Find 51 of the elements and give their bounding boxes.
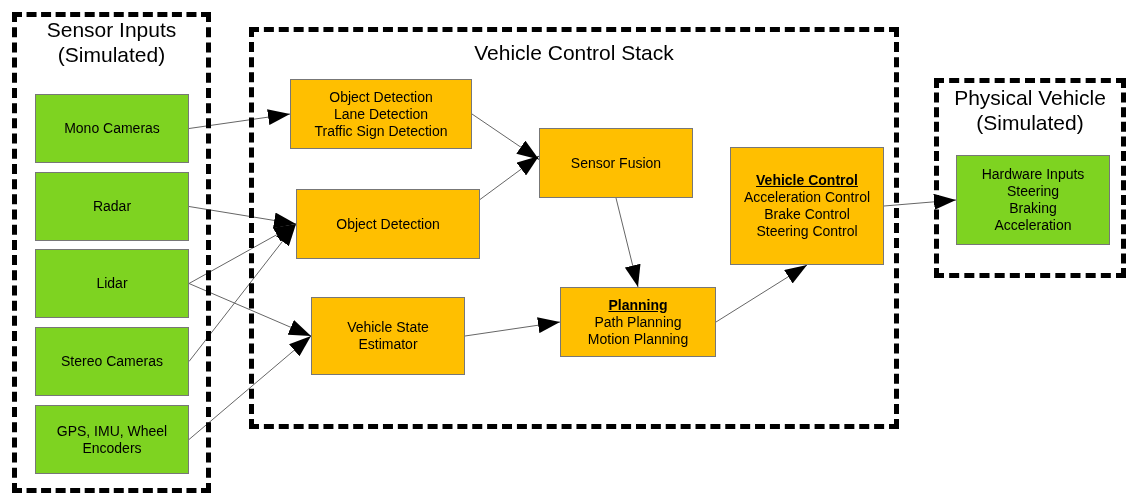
box-text: Acceleration Control: [743, 189, 871, 206]
dashed-group-frame: [249, 27, 899, 429]
arrow: [188, 223, 297, 284]
dashed-group-frame: [12, 12, 211, 493]
arrow: [188, 283, 312, 337]
box-text: Radar: [92, 198, 132, 215]
arrow: [479, 155, 540, 200]
box-text: Hardware Inputs: [981, 166, 1085, 183]
box-text: Object Detection: [329, 88, 433, 106]
process-box: [539, 128, 693, 198]
arrow: [471, 113, 540, 160]
box-text: Object Detection: [336, 215, 440, 233]
box-text: Path Planning: [594, 313, 682, 331]
box-text: Sensor Fusion: [570, 154, 662, 172]
box-text: Motion Planning: [587, 330, 689, 348]
arrow: [188, 335, 312, 440]
arrow: [615, 197, 641, 288]
input-box: [35, 172, 189, 241]
group-title: Physical Vehicle (Simulated): [953, 85, 1107, 135]
box-text: GPS, IMU, Wheel Encoders: [55, 422, 169, 457]
input-box: [35, 405, 189, 474]
box-text: Acceleration: [994, 217, 1072, 234]
input-box: [956, 155, 1110, 245]
process-box: [560, 287, 716, 357]
process-box: [290, 79, 472, 149]
arrow: [715, 264, 808, 323]
box-text: Braking: [1009, 200, 1057, 217]
box-text: Stereo Cameras: [61, 353, 163, 370]
process-box: [296, 189, 480, 259]
process-box: [311, 297, 465, 375]
input-box: [35, 249, 189, 318]
box-text: Traffic Sign Detection: [314, 122, 448, 140]
arrow: [188, 109, 291, 129]
box-heading: Planning: [608, 296, 668, 314]
group-title: Vehicle Control Stack: [473, 40, 675, 65]
group-title: Sensor Inputs (Simulated): [45, 17, 178, 67]
arrow: [464, 317, 561, 337]
box-text: Vehicle State Estimator: [346, 319, 430, 353]
box-text: Steering: [1006, 183, 1060, 200]
box-text: Brake Control: [764, 206, 850, 223]
process-box: [730, 147, 884, 265]
input-box: [35, 327, 189, 396]
box-heading: Vehicle Control: [756, 172, 858, 189]
box-text: Lidar: [96, 275, 128, 292]
arrow: [188, 206, 297, 229]
arrow: [188, 223, 297, 362]
box-text: Lane Detection: [333, 105, 429, 123]
box-text: Mono Cameras: [64, 120, 160, 137]
dashed-group-frame: [934, 78, 1126, 278]
input-box: [35, 94, 189, 163]
box-text: Steering Control: [756, 223, 858, 240]
